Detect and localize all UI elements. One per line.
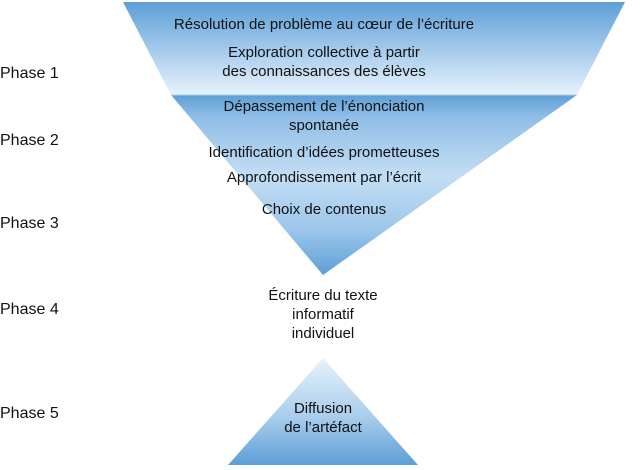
funnel-line-choix: Choix de contenus: [261, 201, 387, 218]
funnel-line-depassement-2: spontanée: [288, 117, 360, 134]
funnel-line-exploration-2: des connaissances des élèves: [222, 63, 426, 80]
phase-label-3: Phase 3: [0, 215, 59, 232]
funnel-lower-section: [171, 95, 577, 275]
middle-line-individuel: individuel: [291, 325, 355, 342]
pyramid-shape: [228, 358, 418, 465]
phase-label-1: Phase 1: [0, 65, 59, 82]
funnel-line-depassement-1: Dépassement de l’énonciation: [223, 98, 425, 115]
funnel-line-approfondissement: Approfondissement par l’écrit: [226, 169, 422, 186]
middle-line-ecriture: Écriture du texte: [268, 287, 378, 304]
pyramid-line-artefact: de l’artéfact: [284, 419, 362, 436]
pyramid-line-diffusion: Diffusion: [293, 400, 353, 417]
funnel-line-exploration-1: Exploration collective à partir: [228, 44, 420, 61]
funnel-line-identification: Identification d’idées prometteuses: [208, 144, 440, 161]
phase-label-4: Phase 4: [0, 301, 59, 318]
funnel-line-problem-solving: Résolution de problème au cœur de l’écri…: [173, 16, 475, 33]
middle-line-informatif: informatif: [292, 306, 354, 323]
phase-label-2: Phase 2: [0, 132, 59, 149]
funnel-top-band: [123, 2, 625, 95]
phase-label-5: Phase 5: [0, 405, 59, 422]
